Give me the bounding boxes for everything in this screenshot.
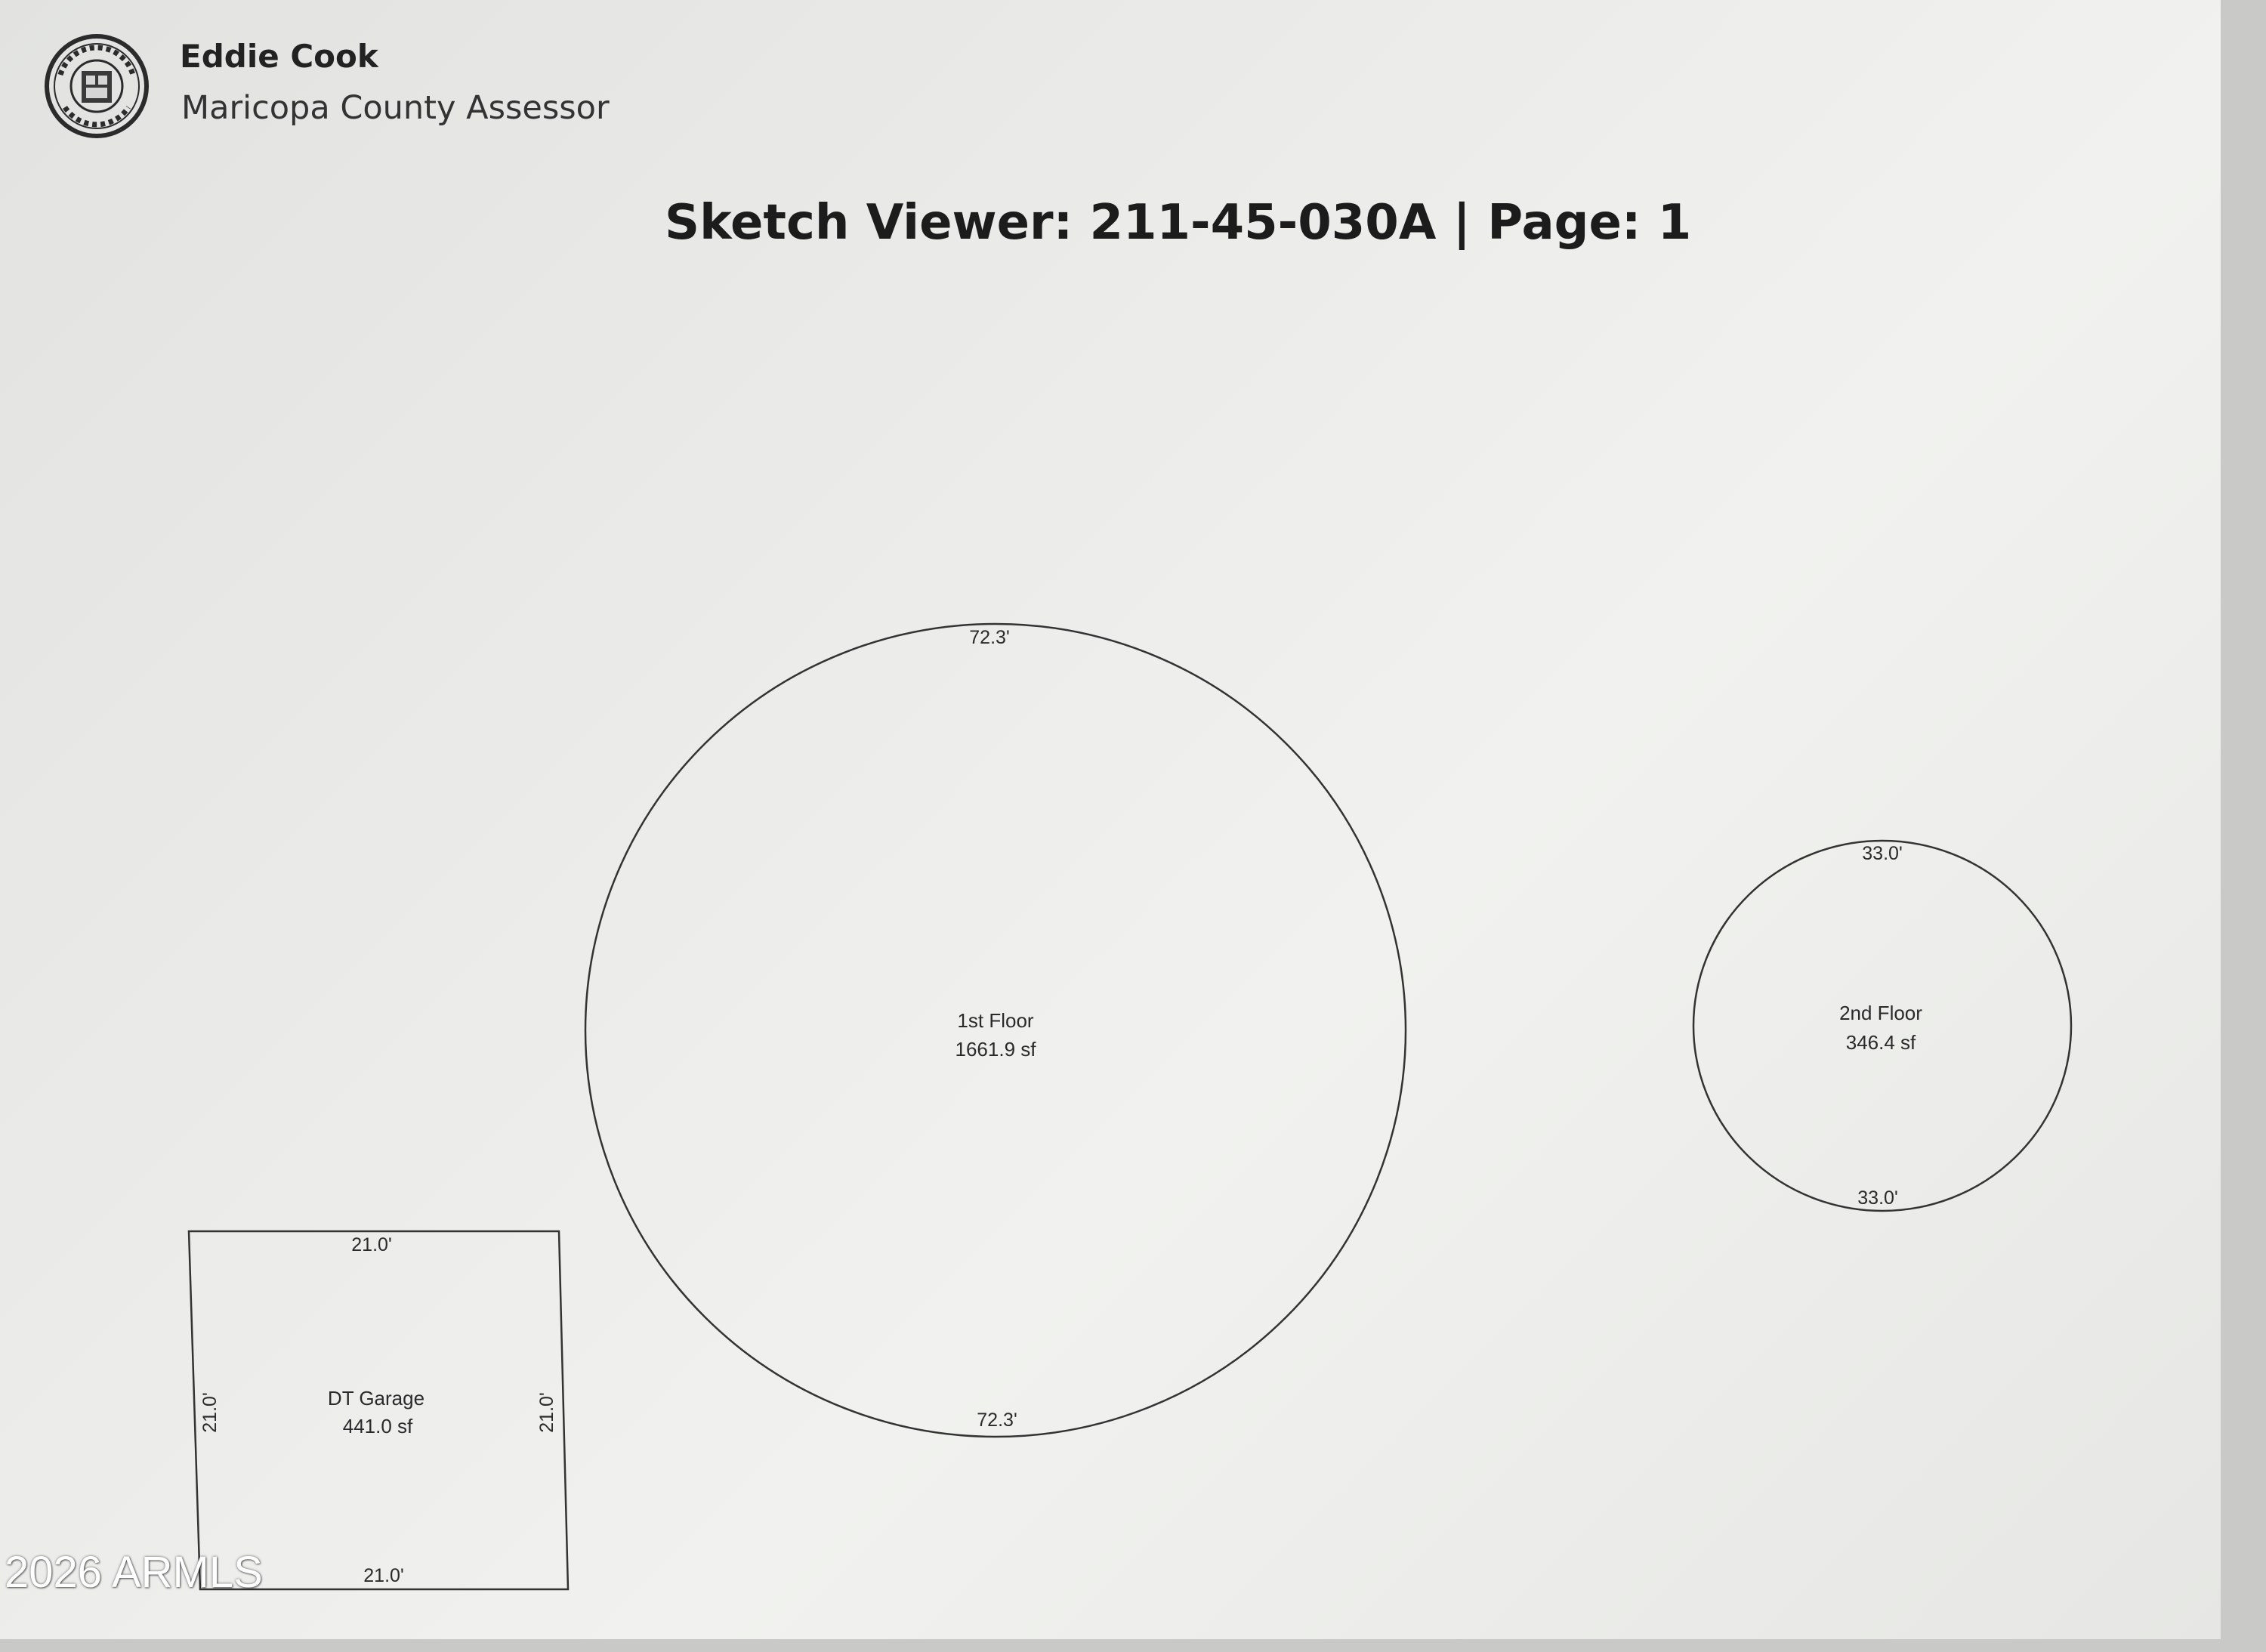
- county-seal-logo: [45, 34, 149, 138]
- second-floor-area: 346.4 sf: [1846, 1031, 1916, 1054]
- second-floor-top-dimension: 33.0': [1862, 843, 1902, 864]
- first-floor-top-dimension: 72.3': [969, 627, 1009, 648]
- garage-outline: [187, 1230, 570, 1591]
- garage-top-dimension: 21.0': [351, 1234, 391, 1255]
- first-floor-label: 1st Floor: [957, 1009, 1033, 1032]
- second-floor-bottom-dimension: 33.0': [1857, 1187, 1897, 1209]
- second-floor-label: 2nd Floor: [1839, 1002, 1922, 1024]
- assessor-name: Eddie Cook: [180, 38, 378, 75]
- garage-right-dimension: 21.0': [536, 1392, 557, 1432]
- garage-bottom-dimension: 21.0': [363, 1565, 403, 1586]
- assessor-header: Eddie Cook Maricopa County Assessor: [0, 0, 680, 166]
- property-sketch: 72.3' 72.3' 1st Floor 1661.9 sf 33.0' 33…: [187, 622, 2073, 1591]
- first-floor-outline: [584, 622, 1407, 1438]
- first-floor-bottom-dimension: 72.3': [977, 1410, 1017, 1431]
- garage-area: 441.0 sf: [343, 1415, 413, 1437]
- assessor-title: Maricopa County Assessor: [181, 89, 610, 127]
- first-floor-area: 1661.9 sf: [955, 1038, 1037, 1061]
- page-title: Sketch Viewer: 211-45-030A | Page: 1: [665, 195, 1692, 251]
- garage-left-dimension: 21.0': [199, 1392, 221, 1432]
- sketch-viewer-screen: Eddie Cook Maricopa County Assessor Sket…: [0, 0, 2221, 1639]
- second-floor-outline: [1692, 839, 2073, 1212]
- armls-watermark: 2026 ARMLS: [5, 1548, 263, 1597]
- garage-label: DT Garage: [328, 1387, 424, 1410]
